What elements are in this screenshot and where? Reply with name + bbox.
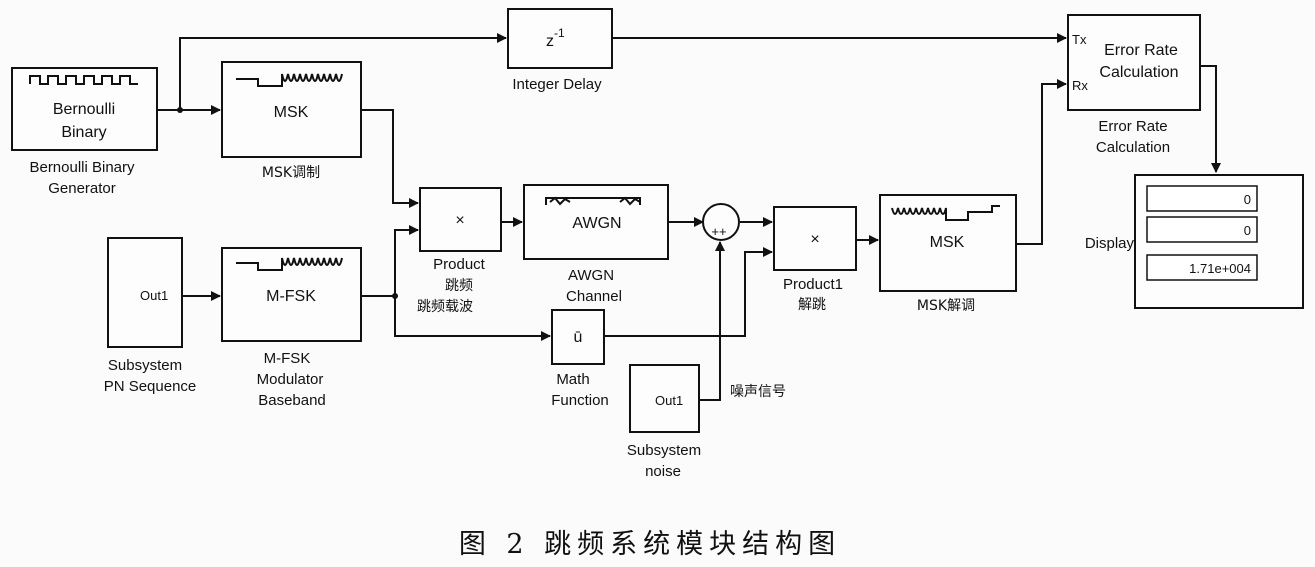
wire-errorrate-display [1200, 65, 1221, 173]
display-value-1: 0 [1244, 192, 1251, 207]
noise-subsystem-block[interactable]: Out1 Subsystem noise [627, 364, 701, 480]
bernoulli-inner-2: Binary [61, 124, 106, 141]
error-rate-block[interactable]: Tx Rx Error Rate Calculation Error Rate … [1067, 14, 1201, 156]
noise-label-2: noise [645, 463, 681, 480]
product1-block[interactable]: × Product1 解跳 [773, 206, 857, 313]
display-field-2 [1146, 216, 1258, 243]
noise-port: Out1 [655, 393, 683, 408]
mfsk-waveform-icon [236, 257, 343, 271]
product1-multiply-icon: × [810, 231, 819, 248]
mfsk-inner: M-FSK [266, 288, 316, 305]
wire-math-product1 [604, 247, 773, 337]
bernoulli-generator-block[interactable]: Bernoulli Binary Bernoulli Binary Genera… [11, 67, 158, 197]
binary-pulse-icon [29, 75, 138, 85]
bernoulli-label-1: Bernoulli Binary [29, 159, 135, 176]
display-label: Display [1085, 235, 1135, 252]
integer-delay-block[interactable]: z-1 Integer Delay [507, 8, 613, 93]
msk-mod-label: MSK调制 [262, 165, 320, 181]
bernoulli-inner-1: Bernoulli [53, 101, 115, 118]
sum-block[interactable]: ++ [702, 203, 740, 241]
product-block[interactable]: × Product 跳频 跳频载波 [417, 187, 502, 315]
pn-sequence-block[interactable]: Out1 Subsystem PN Sequence [104, 237, 197, 395]
error-rate-label-1: Error Rate [1098, 118, 1167, 135]
awgn-inner: AWGN [572, 215, 621, 232]
noise-signal-label: 噪声信号 [730, 384, 786, 400]
msk-modulator-block[interactable]: MSK MSK调制 [221, 61, 362, 181]
figure-caption: 图 2 跳频系统模块结构图 [459, 529, 841, 560]
mfsk-label-2: Modulator [257, 371, 324, 388]
mfsk-label-3: Baseband [258, 392, 326, 409]
math-function-inner: ū [574, 329, 583, 346]
pn-label-2: PN Sequence [104, 378, 197, 395]
sum-signs: ++ [711, 224, 726, 239]
product-label-2: 跳频 [445, 278, 473, 294]
awgn-label-2: Channel [566, 288, 622, 305]
msk-mod-inner: MSK [274, 104, 309, 121]
math-label-1: Math [556, 371, 589, 388]
noise-label-1: Subsystem [627, 442, 701, 459]
display-field-1 [1146, 185, 1258, 212]
wire-msk-product [361, 109, 419, 208]
wire-bernoulli-delay [179, 33, 507, 110]
msk-demod-label: MSK解调 [917, 298, 975, 314]
display-field-3 [1146, 254, 1258, 281]
product-multiply-icon: × [455, 212, 464, 229]
product-label-3: 跳频载波 [417, 299, 473, 315]
wire-noise-sum [699, 241, 725, 401]
awgn-channel-block[interactable]: AWGN AWGN Channel [523, 184, 669, 305]
port-tx: Tx [1072, 32, 1087, 47]
error-rate-inner-1: Error Rate [1104, 42, 1178, 59]
mfsk-modulator-block[interactable]: M-FSK M-FSK Modulator Baseband [221, 247, 362, 409]
error-rate-label-2: Calculation [1096, 139, 1170, 156]
wire-mfsk-product [361, 225, 419, 297]
mfsk-label-1: M-FSK [264, 350, 311, 367]
msk-demodulator-block[interactable]: MSK MSK解调 [879, 194, 1017, 314]
port-rx: Rx [1072, 78, 1088, 93]
error-rate-inner-2: Calculation [1099, 64, 1178, 81]
wire-mskdemod-rx [1016, 79, 1067, 245]
product-label-1: Product [433, 256, 486, 273]
msk-waveform-icon [236, 73, 343, 87]
pn-label-1: Subsystem [108, 357, 182, 374]
connections [157, 33, 1221, 401]
delay-z: z-1 [546, 26, 565, 50]
wire-mfsk-math [394, 296, 551, 341]
awgn-label-1: AWGN [568, 267, 614, 284]
display-block[interactable]: 0 0 1.71e+004 Display [1085, 174, 1304, 309]
msk-demod-waveform-icon [891, 205, 1000, 221]
bernoulli-label-2: Generator [48, 180, 116, 197]
product1-label-1: Product1 [783, 276, 843, 293]
delay-label: Integer Delay [512, 76, 602, 93]
display-value-2: 0 [1244, 223, 1251, 238]
math-label-2: Function [551, 392, 609, 409]
pn-port: Out1 [140, 288, 168, 303]
awgn-noise-icon [545, 196, 641, 206]
product1-label-2: 解跳 [798, 297, 826, 313]
math-function-block[interactable]: ū Math Function [551, 309, 609, 409]
msk-demod-inner: MSK [930, 234, 965, 251]
display-value-3: 1.71e+004 [1189, 261, 1251, 276]
